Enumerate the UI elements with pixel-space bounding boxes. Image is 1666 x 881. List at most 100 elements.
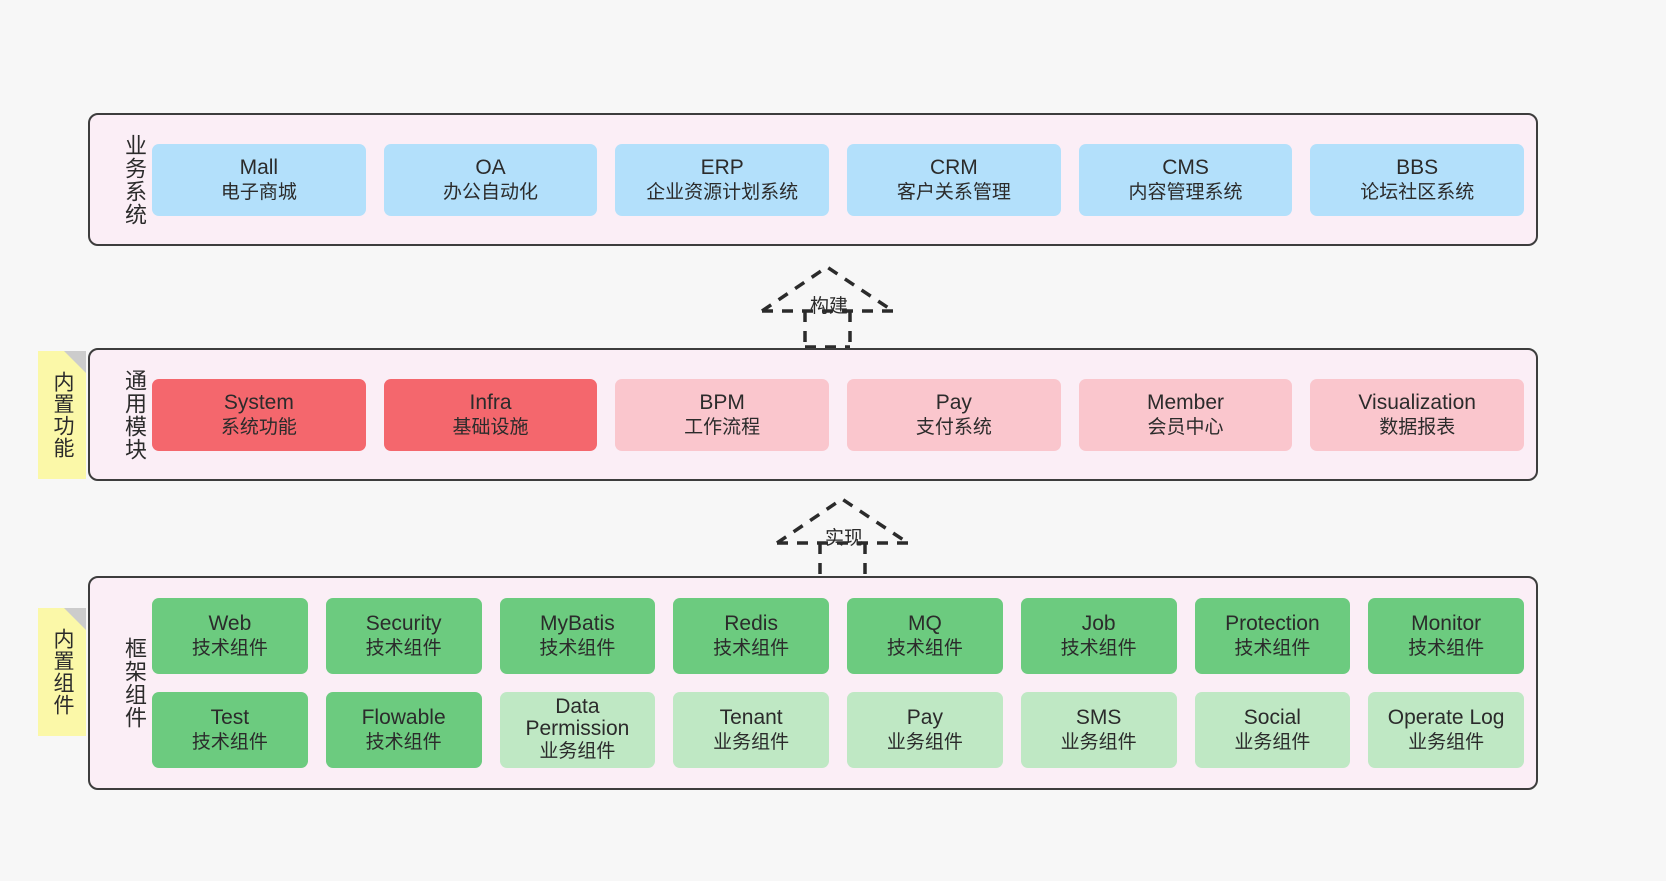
card-title: Pay [906,706,943,730]
card-bbs[interactable]: BBS 论坛社区系统 [1310,143,1525,216]
sticky-note-builtin-component: 内置组件 [38,608,86,736]
note-fold-icon [64,608,86,630]
card-mq[interactable]: MQ 技术组件 [847,598,1003,674]
card-test[interactable]: Test 技术组件 [152,692,308,768]
layer-general-module: 通用模块 System 系统功能 Infra 基础设施 BPM 工作流程 Pay… [88,348,1538,481]
layer-framework-component: 框架组件 Web 技术组件 Security 技术组件 MyBatis 技术组件… [88,576,1538,790]
card-operate-log[interactable]: Operate Log 业务组件 [1368,692,1524,768]
card-subtitle: 技术组件 [1234,638,1311,660]
card-cms[interactable]: CMS 内容管理系统 [1078,143,1293,216]
card-protection[interactable]: Protection 技术组件 [1194,598,1351,674]
card-title: Protection [1225,612,1320,636]
card-monitor[interactable]: Monitor 技术组件 [1368,598,1524,674]
card-pay-component[interactable]: Pay 业务组件 [847,692,1003,768]
card-flowable[interactable]: Flowable 技术组件 [325,692,482,768]
card-infra[interactable]: Infra 基础设施 [383,378,598,451]
card-subtitle: 业务组件 [1408,732,1485,754]
card-bpm[interactable]: BPM 工作流程 [615,378,830,451]
connector-label-implement: 实现 [825,528,864,549]
card-title: MQ [907,612,942,636]
card-row: Mall 电子商城 OA 办公自动化 ERP 企业资源计划系统 CRM 客户关系… [152,143,1525,216]
card-subtitle: 企业资源计划系统 [646,181,799,203]
card-title: Social [1243,706,1301,730]
card-title: Security [365,612,442,636]
card-mybatis[interactable]: MyBatis 技术组件 [499,598,656,674]
card-subtitle: 业务组件 [713,732,790,754]
card-pay-module[interactable]: Pay 支付系统 [847,378,1061,451]
card-title: Monitor [1411,612,1482,636]
card-subtitle: 业务组件 [886,732,963,754]
card-subtitle: 办公自动化 [443,181,539,203]
card-security[interactable]: Security 技术组件 [325,598,482,674]
card-title: Mall [239,155,279,179]
card-subtitle: 技术组件 [539,638,616,660]
layer-label-business-system: 业务系统 [122,133,147,226]
card-erp[interactable]: ERP 企业资源计划系统 [615,143,830,216]
card-title: OA [475,155,506,179]
card-subtitle: 技术组件 [1060,638,1137,660]
card-subtitle: 会员中心 [1147,416,1224,438]
card-subtitle: 系统功能 [220,416,297,438]
sticky-note-label: 内置功能 [50,371,74,459]
card-row: System 系统功能 Infra 基础设施 BPM 工作流程 Pay 支付系统… [152,378,1525,451]
card-subtitle: 技术组件 [365,638,442,660]
card-title: Operate Log [1387,706,1505,730]
card-title: BPM [699,390,745,414]
card-redis[interactable]: Redis 技术组件 [673,598,829,674]
card-subtitle: 业务组件 [539,741,616,763]
connector-label-build: 构建 [810,296,849,317]
card-job[interactable]: Job 技术组件 [1020,598,1177,674]
layer-body-business-system: Mall 电子商城 OA 办公自动化 ERP 企业资源计划系统 CRM 客户关系… [146,115,1536,244]
card-subtitle: 技术组件 [365,732,442,754]
card-mall[interactable]: Mall 电子商城 [152,143,366,216]
card-subtitle: 业务组件 [1060,732,1137,754]
card-data-permission[interactable]: Data Permission 业务组件 [499,692,656,768]
card-row: Web 技术组件 Security 技术组件 MyBatis 技术组件 Redi… [152,598,1524,674]
card-title: Web [208,612,252,636]
card-sms[interactable]: SMS 业务组件 [1020,692,1177,768]
card-subtitle: 基础设施 [452,416,529,438]
card-title: MyBatis [540,612,615,636]
card-title: CMS [1162,155,1209,179]
sticky-note-builtin-function: 内置功能 [38,351,86,479]
card-title: ERP [700,155,744,179]
card-social[interactable]: Social 业务组件 [1194,692,1351,768]
card-oa[interactable]: OA 办公自动化 [383,143,598,216]
card-subtitle: 技术组件 [191,638,268,660]
card-title: Tenant [719,706,783,730]
card-tenant[interactable]: Tenant 业务组件 [673,692,829,768]
card-title: System [223,390,294,414]
card-member[interactable]: Member 会员中心 [1078,378,1293,451]
card-subtitle: 技术组件 [191,732,268,754]
card-title: Member [1147,390,1225,414]
connector-implement: 实现 [775,495,910,581]
card-title: Visualization [1358,390,1476,414]
card-title: Pay [935,390,972,414]
card-title: SMS [1075,706,1122,730]
card-title: Data Permission [525,695,630,741]
card-title: Job [1081,612,1116,636]
card-system[interactable]: System 系统功能 [152,378,366,451]
card-subtitle: 技术组件 [886,638,963,660]
generalization-arrow-icon [761,264,894,349]
card-title: Flowable [361,706,446,730]
card-subtitle: 客户关系管理 [896,181,1011,203]
sticky-note-label: 内置组件 [50,628,74,716]
layer-body-general-module: System 系统功能 Infra 基础设施 BPM 工作流程 Pay 支付系统… [146,350,1536,479]
card-subtitle: 内容管理系统 [1128,181,1243,203]
note-fold-icon [64,351,86,373]
card-subtitle: 技术组件 [1408,638,1485,660]
card-subtitle: 论坛社区系统 [1360,181,1475,203]
card-title: CRM [929,155,978,179]
card-subtitle: 电子商城 [220,181,297,203]
card-title: Infra [469,390,512,414]
card-subtitle: 工作流程 [684,416,761,438]
layer-body-framework-component: Web 技术组件 Security 技术组件 MyBatis 技术组件 Redi… [146,578,1536,788]
card-web[interactable]: Web 技术组件 [152,598,308,674]
card-title: Redis [724,612,778,636]
card-crm[interactable]: CRM 客户关系管理 [847,143,1061,216]
card-subtitle: 支付系统 [915,416,992,438]
card-visualization[interactable]: Visualization 数据报表 [1310,378,1525,451]
layer-business-system: 业务系统 Mall 电子商城 OA 办公自动化 ERP 企业资源计划系统 CRM… [88,113,1538,246]
